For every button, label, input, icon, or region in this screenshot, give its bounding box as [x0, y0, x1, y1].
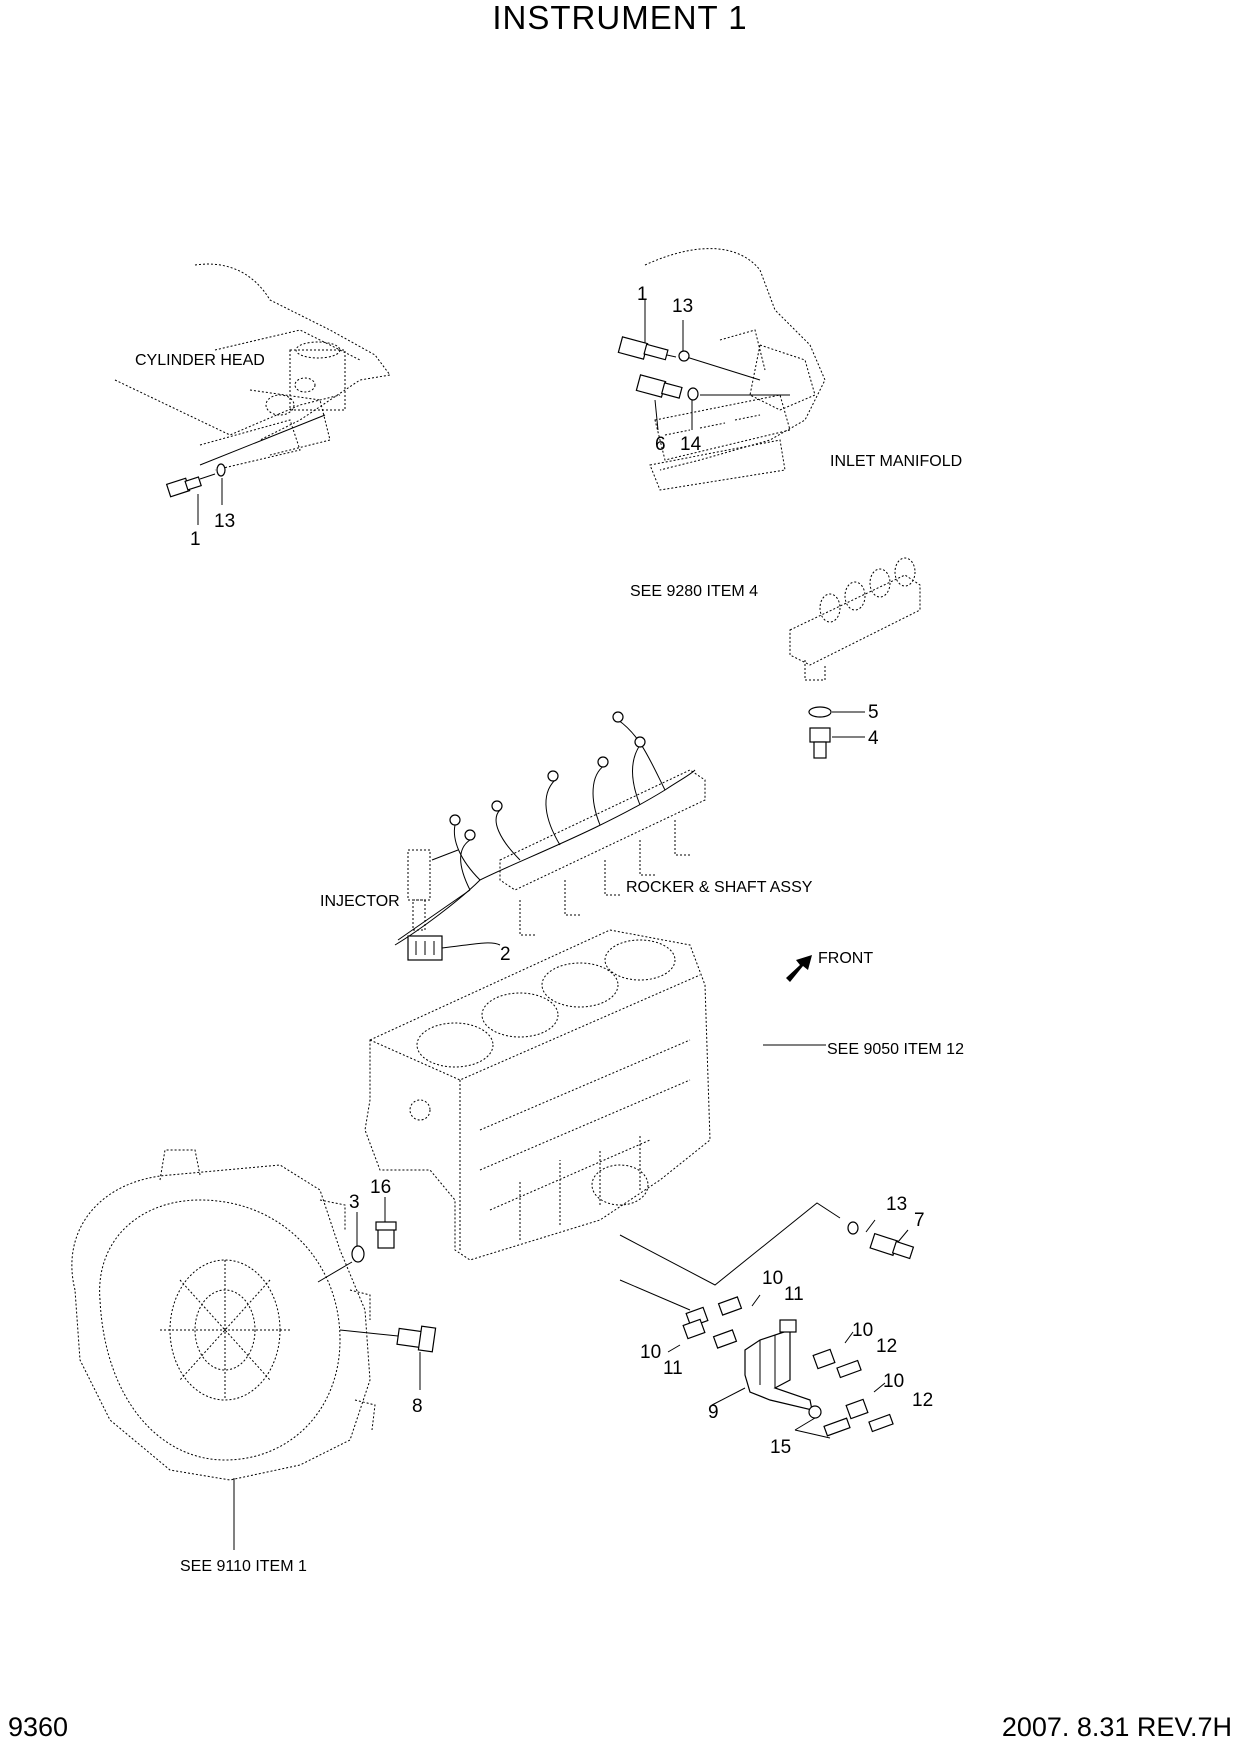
- label-injector: INJECTOR: [320, 893, 400, 910]
- washer-part-5: [808, 706, 832, 718]
- engine-block: [364, 929, 711, 1261]
- label-see-9280: SEE 9280 ITEM 4: [630, 583, 758, 600]
- callout-part-number: 14: [680, 434, 702, 455]
- label-inlet-manifold: INLET MANIFOLD: [830, 453, 962, 470]
- callout-part-number: 12: [912, 1390, 933, 1411]
- callout-part-number: 3: [349, 1192, 360, 1213]
- callout-part-number: 9: [708, 1402, 719, 1423]
- inlet-manifold-view: [617, 248, 826, 491]
- sensor-part-1-left: [165, 473, 216, 498]
- callout-part-number: 16: [370, 1177, 391, 1198]
- wiring-harness: [394, 711, 706, 961]
- cylinder-head-view: [114, 263, 391, 525]
- harness-connectors: [449, 711, 646, 841]
- callout-part-number: 11: [784, 1284, 804, 1305]
- page-title: INSTRUMENT 1: [492, 0, 748, 36]
- o-ring-part-13-right: [678, 350, 690, 362]
- callout-part-number: 13: [214, 511, 235, 532]
- callout-part-number: 12: [876, 1336, 897, 1357]
- callout-part-number: 2: [500, 944, 511, 965]
- callout-part-number: 13: [886, 1194, 907, 1215]
- sensor-bracket-part-9: [744, 1319, 813, 1411]
- callout-part-number: 10: [883, 1371, 904, 1392]
- callout-part-number: 13: [672, 296, 693, 317]
- label-front: FRONT: [818, 950, 873, 967]
- sensor-part-7: [869, 1232, 915, 1260]
- harness-plug-part-2: [407, 935, 443, 961]
- o-ring-part-13-left: [216, 463, 226, 477]
- bolt-part-15: [823, 1417, 851, 1437]
- label-see-9110: SEE 9110 ITEM 1: [180, 1558, 307, 1575]
- callout-part-number: 10: [640, 1342, 661, 1363]
- callout-part-number: 11: [663, 1358, 683, 1379]
- page-number: 9360: [8, 1712, 69, 1742]
- spacer-parts: [682, 1296, 894, 1433]
- callout-part-number: 1: [637, 284, 648, 305]
- o-ring-part-14: [687, 387, 699, 401]
- fuel-rail: [789, 557, 921, 759]
- label-cylinder-head: CYLINDER HEAD: [135, 352, 265, 369]
- o-ring-part-3: [351, 1245, 365, 1263]
- callout-part-number: 1: [190, 529, 201, 550]
- valve-part-4: [809, 727, 831, 759]
- sensor-part-6: [635, 374, 683, 399]
- injector: [407, 849, 459, 931]
- o-ring-part-13-bottom: [847, 1221, 859, 1235]
- callout-part-number: 10: [762, 1268, 783, 1289]
- crank-sensor-part-8: [396, 1325, 437, 1353]
- sensor-part-1-right: [617, 336, 677, 361]
- callout-part-number: 10: [852, 1320, 873, 1341]
- callout-part-number: 8: [412, 1396, 423, 1417]
- washer-part-15: [808, 1405, 822, 1419]
- flywheel-housing: [71, 1149, 376, 1481]
- callout-part-number: 7: [914, 1210, 925, 1231]
- label-rocker-shaft-assy: ROCKER & SHAFT ASSY: [626, 879, 813, 896]
- callout-part-number: 4: [868, 728, 879, 749]
- callout-part-number: 15: [770, 1437, 791, 1458]
- front-arrow: [786, 955, 812, 982]
- callout-part-number: 5: [868, 702, 879, 723]
- plug-part-16: [375, 1221, 397, 1249]
- label-see-9050: SEE 9050 ITEM 12: [827, 1041, 964, 1058]
- callout-part-number: 6: [655, 434, 666, 455]
- revision-date: 2007. 8.31 REV.7H: [1001, 1712, 1232, 1742]
